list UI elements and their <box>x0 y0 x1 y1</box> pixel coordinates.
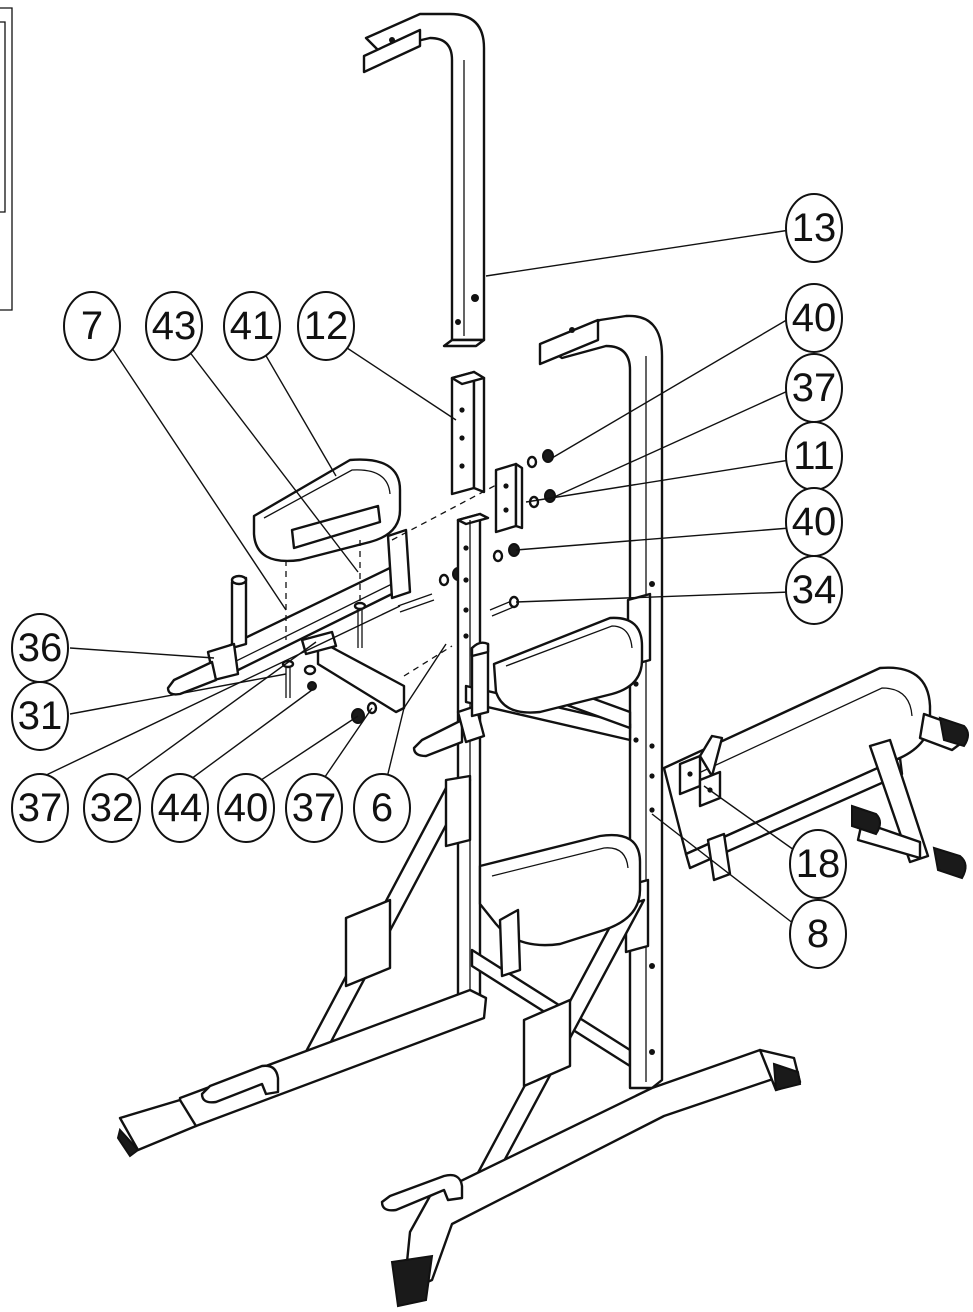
callout-40-middle-label: 40 <box>792 500 837 544</box>
callout-40-middle: 40 <box>785 487 843 557</box>
part-11-bracket-plate <box>494 462 524 534</box>
inset-frame-edge <box>0 7 13 311</box>
callout-40-lower-label: 40 <box>224 786 269 830</box>
part-13-upper-bar <box>362 12 486 348</box>
callout-12-label: 12 <box>304 304 349 348</box>
callout-37-lower-label: 37 <box>292 786 337 830</box>
callout-18: 18 <box>789 829 847 899</box>
callout-37-upper-label: 37 <box>792 366 837 410</box>
callout-13: 13 <box>785 193 843 263</box>
callout-36-label: 36 <box>18 626 63 670</box>
front-arm-assembly <box>412 616 644 758</box>
callout-12: 12 <box>297 291 355 361</box>
callout-8-label: 8 <box>807 912 829 956</box>
callout-34: 34 <box>785 555 843 625</box>
callout-6-label: 6 <box>371 786 393 830</box>
callout-37-lower-left: 37 <box>11 773 69 843</box>
callout-34-label: 34 <box>792 568 837 612</box>
callout-40-upper-label: 40 <box>792 296 837 340</box>
callout-40-upper: 40 <box>785 283 843 353</box>
callout-32: 32 <box>83 773 141 843</box>
callout-37-lower-left-label: 37 <box>18 786 63 830</box>
callout-36: 36 <box>11 613 69 683</box>
callout-7-label: 7 <box>81 304 103 348</box>
callout-37-upper: 37 <box>785 353 843 423</box>
callout-31-label: 31 <box>18 694 63 738</box>
callout-7: 7 <box>63 291 121 361</box>
callout-13-label: 13 <box>792 206 837 250</box>
callout-18-label: 18 <box>796 842 841 886</box>
callout-11: 11 <box>785 421 843 491</box>
callout-31: 31 <box>11 681 69 751</box>
callout-37-lower: 37 <box>285 773 343 843</box>
callout-40-lower: 40 <box>217 773 275 843</box>
callout-41: 41 <box>223 291 281 361</box>
alignment-lines <box>285 483 499 677</box>
callout-44-label: 44 <box>158 786 203 830</box>
part-7-41-arm-pad-exploded <box>166 458 520 714</box>
leader-lines <box>39 229 795 925</box>
callout-8: 8 <box>789 899 847 969</box>
callout-11-label: 11 <box>793 434 835 478</box>
callout-43-label: 43 <box>152 304 197 348</box>
part-18-bench-bracket <box>678 734 724 808</box>
callout-41-label: 41 <box>230 304 275 348</box>
part-12-connector-sleeve <box>450 370 486 496</box>
seat-pad-center <box>478 833 642 978</box>
callout-32-label: 32 <box>90 786 135 830</box>
callout-43: 43 <box>145 291 203 361</box>
callout-6: 6 <box>353 773 411 843</box>
part-8-bench <box>662 666 969 882</box>
callout-44: 44 <box>151 773 209 843</box>
